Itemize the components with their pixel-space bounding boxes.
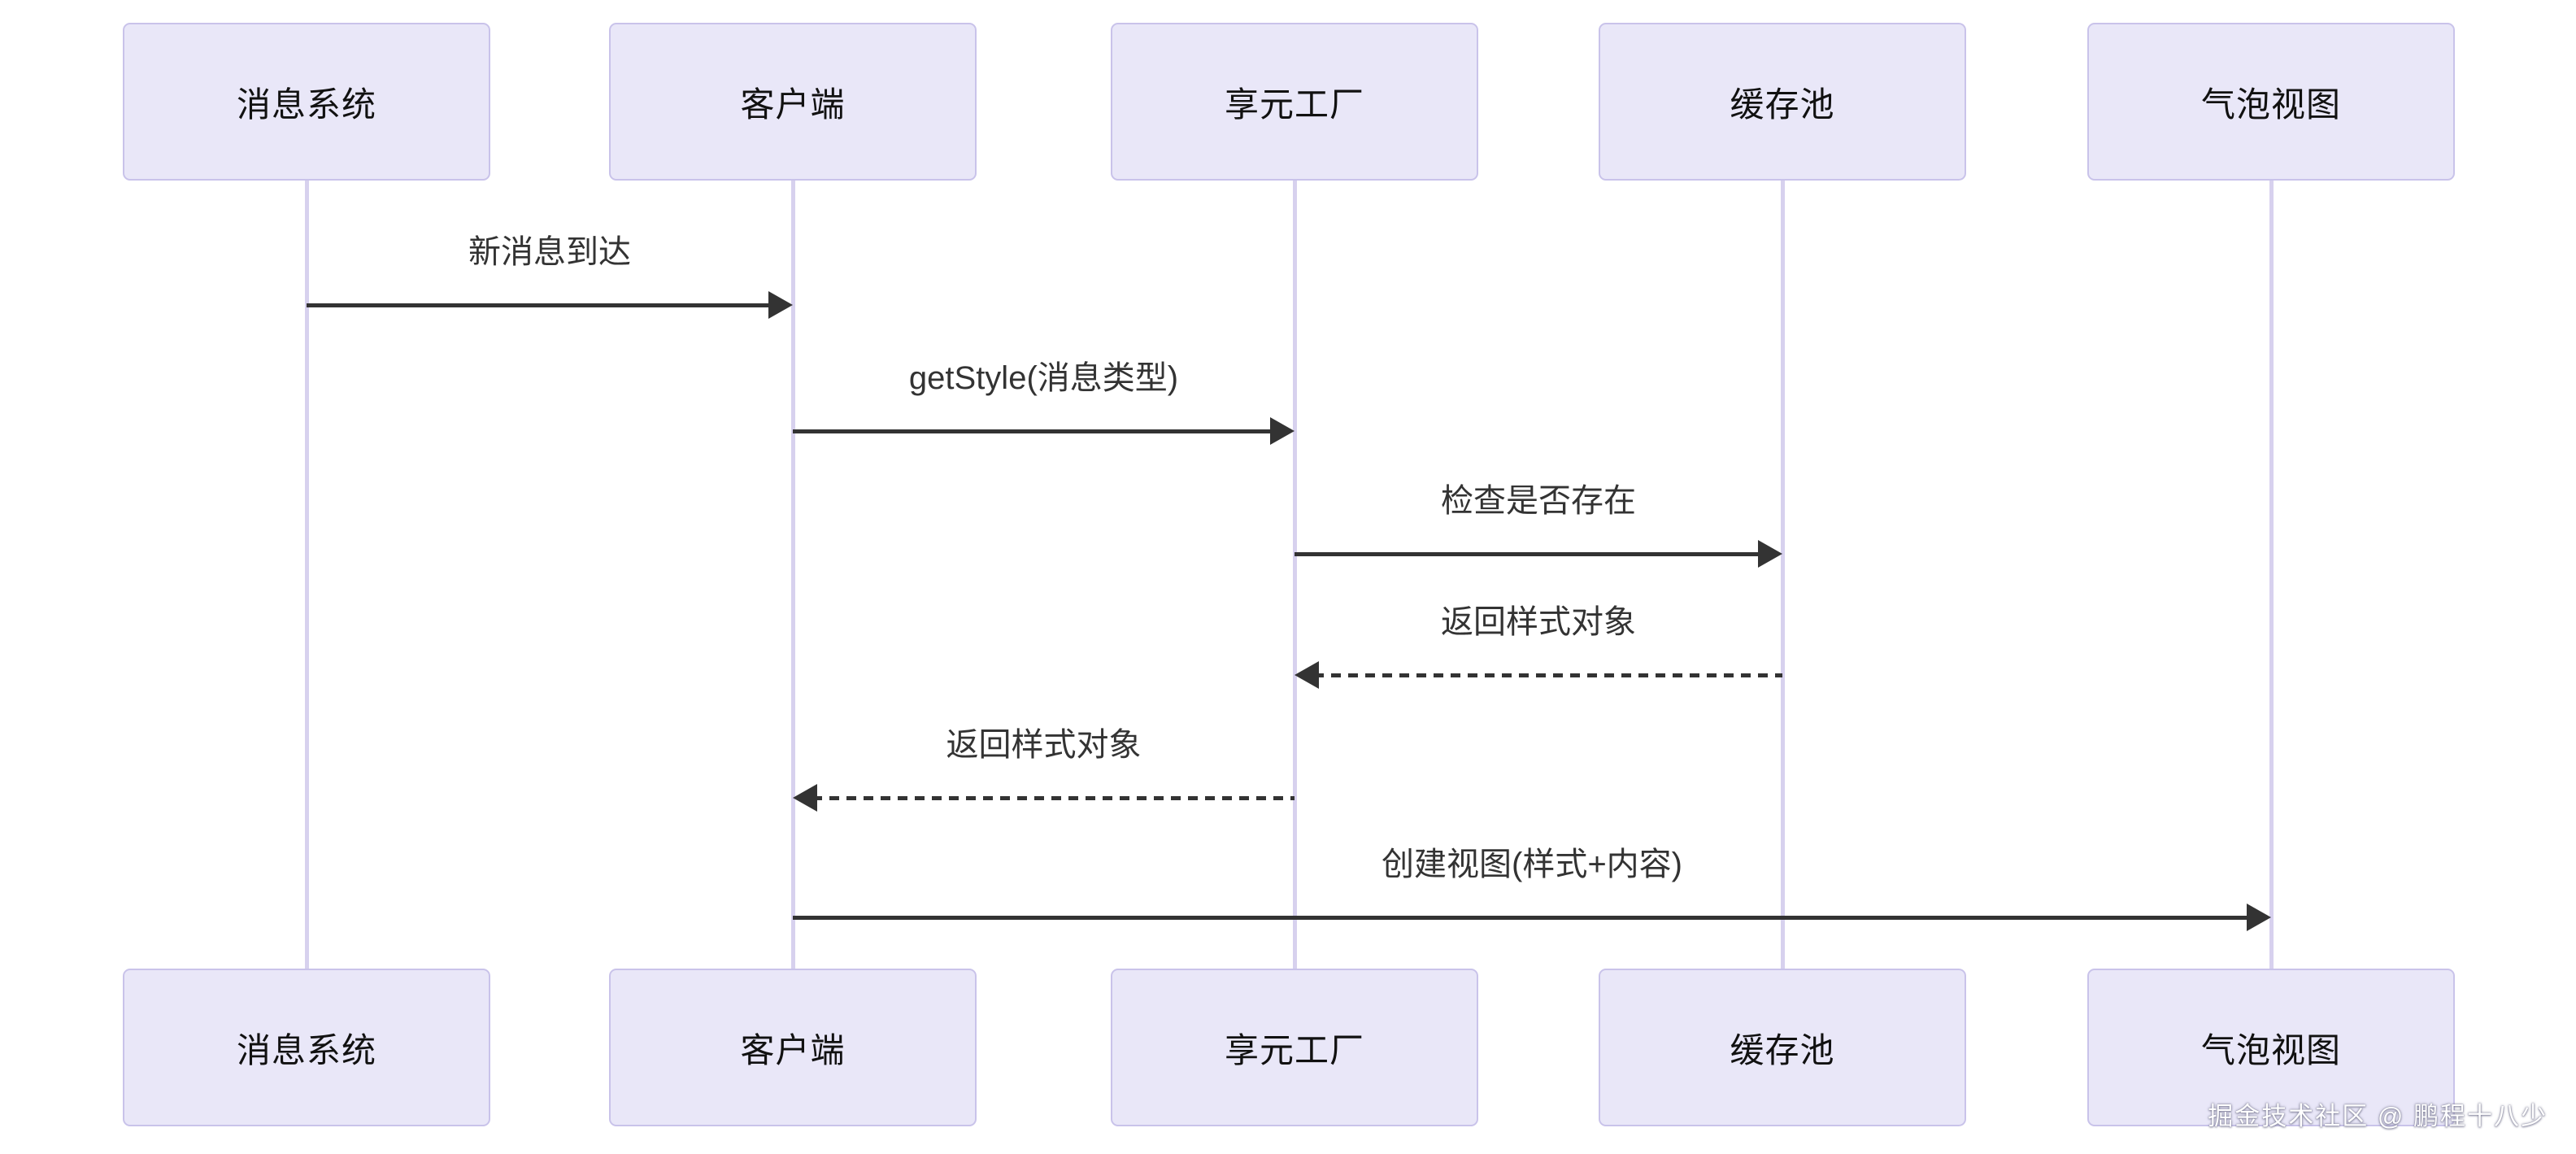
message-line-3: [1314, 673, 1782, 677]
actor-top-cache-pool: 缓存池: [1599, 23, 1966, 181]
message-line-4: [812, 796, 1295, 800]
message-line-2: [1295, 552, 1763, 556]
message-label-2: 检查是否存在: [1441, 483, 1636, 519]
message-label-4: 返回样式对象: [946, 727, 1142, 763]
message-label-0: 新消息到达: [468, 234, 631, 270]
message-arrowhead-1: [1270, 417, 1295, 445]
lifeline-cache-pool: [1780, 181, 1785, 969]
actor-bottom-cache-pool: 缓存池: [1599, 969, 1966, 1126]
message-arrowhead-4: [793, 784, 817, 812]
message-arrowhead-2: [1758, 540, 1782, 568]
actor-top-flyweight-factory: 享元工厂: [1111, 23, 1478, 181]
message-arrowhead-5: [2247, 904, 2271, 931]
lifeline-client: [790, 181, 795, 969]
actor-bottom-message-system: 消息系统: [123, 969, 490, 1126]
lifeline-flyweight-factory: [1292, 181, 1297, 969]
actor-bottom-client: 客户端: [609, 969, 977, 1126]
message-label-5: 创建视图(样式+内容): [1382, 847, 1682, 882]
watermark-text: 掘金技术社区 @ 鹏程十八少: [2208, 1102, 2548, 1130]
actor-top-bubble-view: 气泡视图: [2087, 23, 2455, 181]
message-line-5: [793, 916, 2252, 920]
message-line-1: [793, 429, 1275, 433]
actor-top-client: 客户端: [609, 23, 977, 181]
lifeline-message-system: [304, 181, 309, 969]
message-label-3: 返回样式对象: [1441, 604, 1636, 640]
message-arrowhead-0: [768, 291, 793, 319]
message-label-1: getStyle(消息类型): [908, 360, 1179, 396]
lifeline-bubble-view: [2269, 181, 2274, 969]
actor-bottom-flyweight-factory: 享元工厂: [1111, 969, 1478, 1126]
message-line-0: [307, 303, 773, 307]
actor-bottom-bubble-view: 气泡视图: [2087, 969, 2455, 1126]
message-arrowhead-3: [1295, 661, 1319, 689]
actor-top-message-system: 消息系统: [123, 23, 490, 181]
